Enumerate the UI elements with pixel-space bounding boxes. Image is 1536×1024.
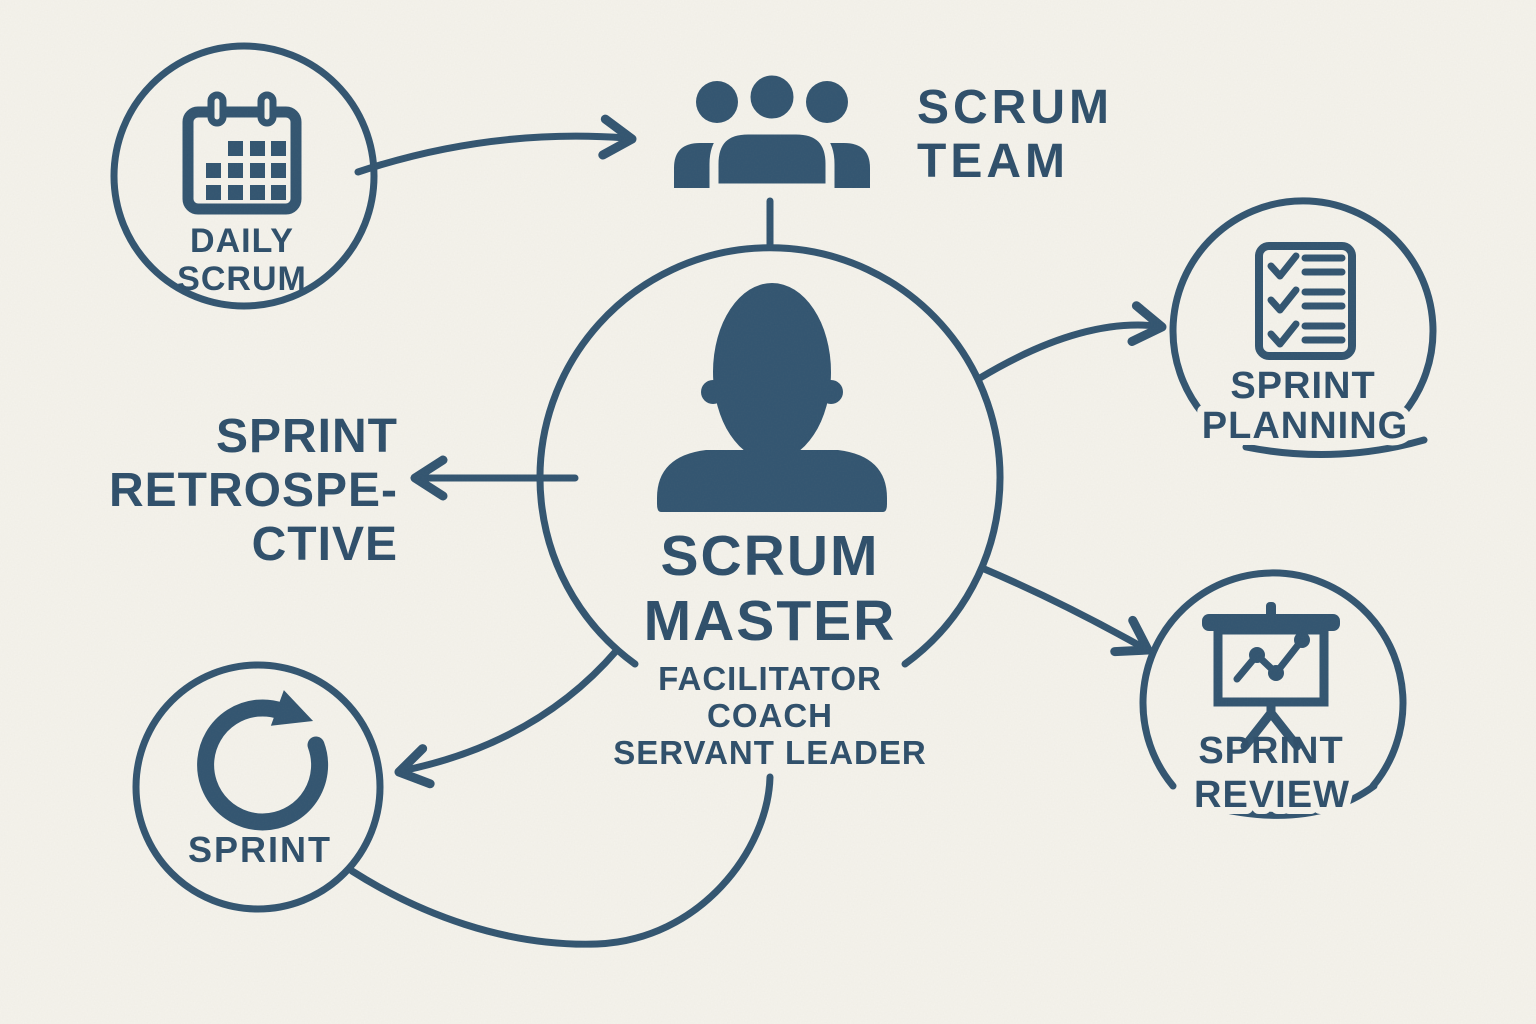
scrum-team-label-line1: SCRUM	[917, 81, 1113, 134]
scrum-master-role-facilitator: FACILITATOR	[658, 660, 882, 697]
calendar-grid-dot	[250, 185, 265, 200]
calendar-grid-dot	[228, 163, 243, 178]
calendar-grid-dot	[206, 185, 221, 200]
daily-scrum-label-line2: SCRUM	[177, 260, 307, 298]
calendar-grid-dot	[250, 141, 265, 156]
sprint-review-label-line1: SPRINT	[1198, 730, 1343, 772]
daily-scrum-label-line1: DAILY	[190, 222, 294, 260]
scrum-master-title-line1: SCRUM	[661, 524, 880, 588]
sprint-retrospective-line1: SPRINT	[216, 410, 398, 463]
sprint-planning-label-line1: SPRINT	[1230, 365, 1375, 407]
calendar-grid-dot	[271, 163, 286, 178]
sprint-label: SPRINT	[188, 829, 332, 870]
calendar-grid-dot	[206, 163, 221, 178]
calendar-grid-dot	[250, 163, 265, 178]
sprint-review-label-line2: REVIEW	[1194, 774, 1350, 816]
calendar-grid-dot	[271, 141, 286, 156]
scrum-master-role-servant-leader: SERVANT LEADER	[613, 734, 926, 771]
scrum-team-label-line2: TEAM	[917, 135, 1069, 188]
sprint-planning-label-line2: PLANNING	[1202, 405, 1408, 447]
scrum-master-title-line2: MASTER	[644, 589, 897, 653]
calendar-grid-dot	[271, 185, 286, 200]
checklist-icon	[1255, 242, 1356, 360]
sprint-retrospective-line2: RETROSPE-	[109, 464, 398, 517]
scrum-master-role-coach: COACH	[707, 697, 833, 734]
calendar-grid-dot	[228, 185, 243, 200]
calendar-grid-dot	[228, 141, 243, 156]
sprint-retrospective-line3: CTIVE	[252, 518, 398, 571]
